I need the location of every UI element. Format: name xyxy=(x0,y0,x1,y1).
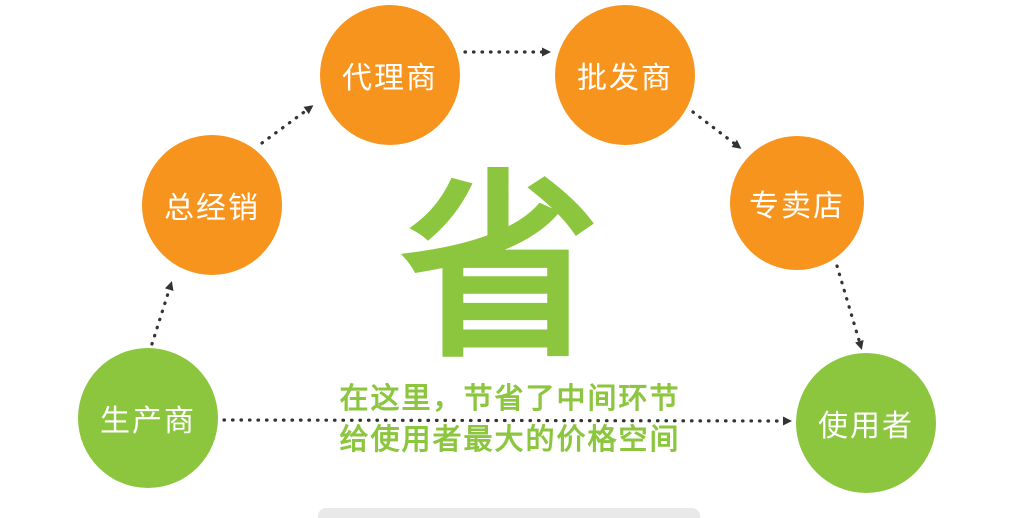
node-consumer-label: 使用者 xyxy=(818,409,914,444)
node-distributor-label: 总经销 xyxy=(164,191,260,226)
node-producer-label: 生产商 xyxy=(100,404,196,439)
node-store-label: 专卖店 xyxy=(749,189,845,224)
node-distributor: 总经销 xyxy=(142,135,282,275)
arrow-producer-to-distributor xyxy=(150,281,174,346)
caption-line-2: 给使用者最大的价格空间 xyxy=(339,422,681,456)
arrow-wholesaler-to-store xyxy=(691,110,742,149)
node-agent: 代理商 xyxy=(320,5,460,145)
bottom-panel-edge xyxy=(318,508,700,518)
node-agent-label: 代理商 xyxy=(342,61,438,96)
node-consumer: 使用者 xyxy=(796,353,936,493)
node-wholesaler: 批发商 xyxy=(555,5,695,145)
node-store: 专卖店 xyxy=(730,136,864,270)
caption-text: 在这里，节省了中间环节 给使用者最大的价格空间 xyxy=(270,378,750,460)
caption-line-1: 在这里，节省了中间环节 xyxy=(339,381,681,415)
arrow-distributor-to-agent xyxy=(260,105,314,145)
node-producer: 生产商 xyxy=(78,348,218,488)
node-wholesaler-label: 批发商 xyxy=(577,61,673,96)
save-character: 省 xyxy=(399,153,600,386)
arrow-store-to-consumer xyxy=(835,264,864,350)
